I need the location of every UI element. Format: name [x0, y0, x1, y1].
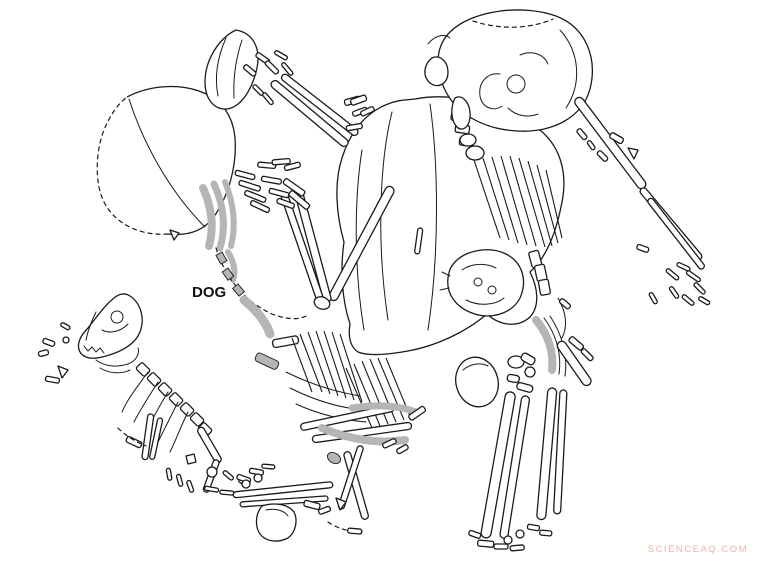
sacrum-drawing	[439, 249, 525, 317]
foot-and-stone-drawing	[232, 463, 363, 542]
rib-cluster-drawing	[285, 330, 427, 533]
gray-rib-fragments	[199, 179, 238, 283]
left-hand-bones	[234, 157, 311, 213]
dog-skeleton-drawing	[37, 293, 251, 497]
dog-label: DOG	[192, 284, 226, 301]
rib-hatching	[473, 155, 563, 248]
right-foot-bones	[468, 523, 553, 552]
right-leg-bones-drawing	[468, 315, 594, 552]
watermark-text: SCIENCEAQ.COM	[648, 544, 748, 555]
human-cranium-drawing	[424, 9, 593, 161]
scattered-fragments-drawing	[169, 94, 650, 310]
right-hand-bones	[648, 262, 711, 306]
egg-stone-drawing	[455, 356, 499, 408]
dog-ribs	[121, 371, 189, 453]
left-arm-hand-drawing	[199, 157, 395, 310]
torso-pelvis-drawing	[336, 96, 566, 356]
dog-guideline-drawing	[215, 247, 309, 370]
scapula-and-forearm-drawing	[204, 29, 368, 148]
right-arm-drawing	[574, 96, 711, 306]
dog-spine-bones	[135, 362, 213, 437]
